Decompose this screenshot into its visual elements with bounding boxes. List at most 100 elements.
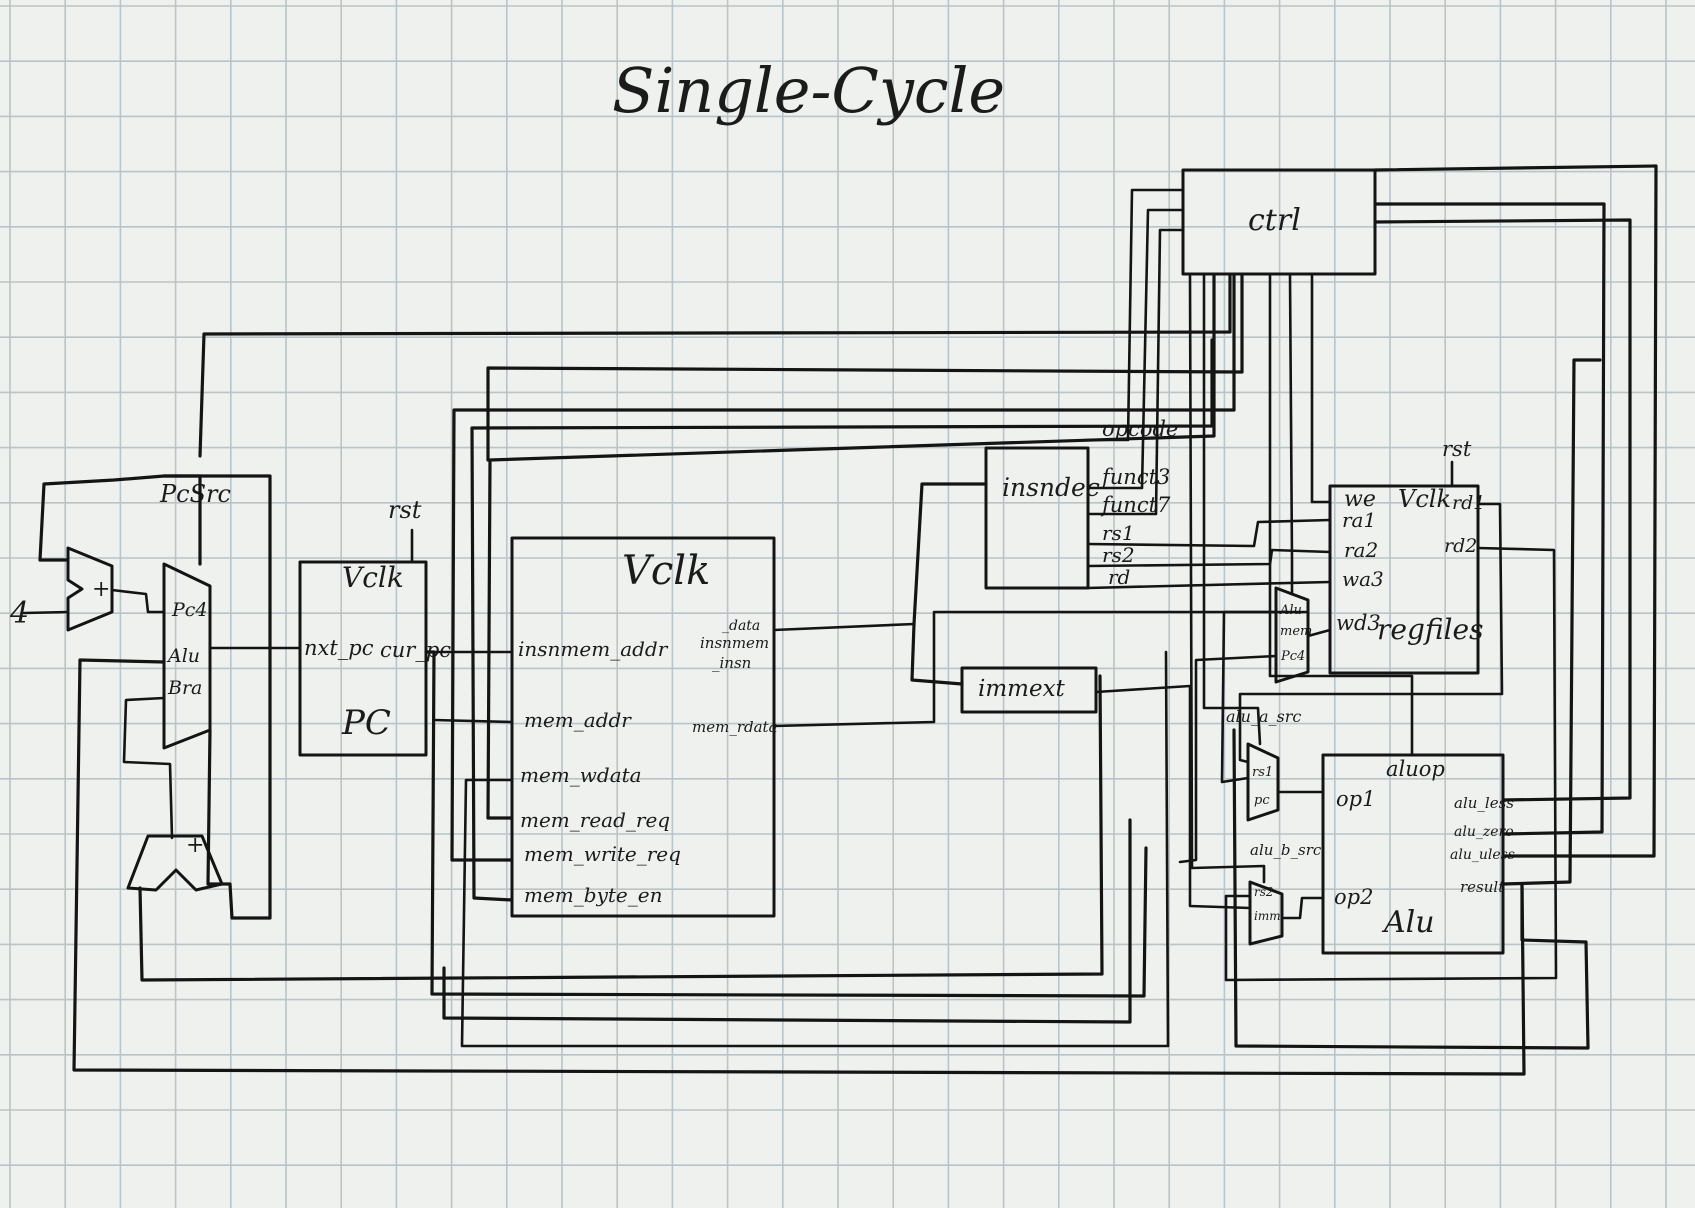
- regfiles-clk-label: Vclk: [1398, 485, 1451, 513]
- immext-label: immext: [978, 676, 1066, 702]
- wire-insn-out: [772, 622, 916, 632]
- mem-addr-port: mem_addr: [524, 708, 632, 732]
- insndec-block: [984, 446, 1090, 590]
- wb-mux-mem-port: mem: [1280, 624, 1312, 639]
- alu-uless-port: alu_uless: [1450, 847, 1515, 863]
- wire-mem-write-req: [450, 274, 1236, 862]
- wire-wb-sel: [1288, 274, 1294, 596]
- wire-wb-pc4: [1178, 654, 1278, 864]
- wire-opcode: [1086, 188, 1185, 442]
- mem-insnmem-port: insnmem: [700, 634, 769, 652]
- wire-alu-a-src: [1202, 274, 1262, 746]
- regfiles-rst-label: rst: [1442, 437, 1472, 461]
- insndec-rs1-port: rs1: [1102, 521, 1135, 545]
- alu-label: Alu: [1381, 905, 1435, 940]
- ctrl-label: ctrl: [1248, 203, 1301, 238]
- regfiles-we-port: we: [1344, 487, 1376, 512]
- insndec-label: insndec: [1002, 473, 1100, 502]
- regfiles-block: [1328, 484, 1480, 675]
- wire-result-wb: [1232, 728, 1590, 1050]
- insndec-rs2-port: rs2: [1102, 543, 1135, 567]
- pc-rst-label: rst: [388, 496, 422, 524]
- immext-block: [960, 666, 1098, 714]
- wire-alu-zero: [1373, 202, 1606, 836]
- wire-rs1: [1086, 518, 1332, 548]
- mem-data-port: _data: [722, 618, 760, 634]
- wires: [22, 164, 1658, 1076]
- diagram-title: Single-Cycle: [612, 54, 1005, 127]
- wire-pcsrc-ctrl: [198, 274, 1232, 458]
- regfiles-wd3-port: wd3: [1336, 611, 1381, 635]
- alu-op2-port: op2: [1334, 885, 1373, 909]
- mem-read-req-port: mem_read_req: [520, 808, 670, 832]
- wire-bra: [122, 696, 174, 840]
- mem-write-req-port: mem_write_req: [524, 842, 681, 866]
- pc4-adder-plus: +: [92, 577, 110, 602]
- wire-mem-read-req: [486, 274, 1216, 820]
- wire-imm-out: [1094, 684, 1252, 910]
- wire-alu-uless: [1373, 164, 1658, 858]
- alu-b-src-label: alu_b_src: [1250, 841, 1322, 859]
- alu-b-mux: [1248, 880, 1284, 946]
- wire-rd1: [1238, 502, 1504, 764]
- wire-insn-to-insndec: [912, 482, 988, 626]
- pcsrc-alu-port: Alu: [166, 645, 200, 667]
- alu-b-mux-rs2-port: rs2: [1254, 885, 1274, 899]
- alu-op1-port: op1: [1336, 787, 1375, 811]
- wire-cur-pc-down: [424, 650, 1148, 998]
- wire-mem-byte-en: [470, 338, 1214, 902]
- wire-mem-wdata: [460, 650, 1170, 1048]
- wire-const4: [22, 610, 70, 615]
- wire-pcsrc-sel: [162, 474, 202, 566]
- wire-op2: [1280, 896, 1325, 920]
- branch-adder: [126, 834, 224, 892]
- pc4-adder: [66, 546, 114, 632]
- regfiles-ra1-port: ra1: [1342, 508, 1376, 532]
- alu-result-port: result: [1460, 878, 1505, 896]
- wire-mem-bottom: [442, 818, 1132, 1024]
- mem-rdata-port: mem_rdata: [692, 718, 778, 736]
- wb-mux-pc4-port: Pc4: [1280, 649, 1305, 664]
- pc-nxt-pc-port: nxt_pc: [304, 636, 374, 660]
- wb-mux: [1274, 586, 1310, 684]
- regfiles-rd1-port: rd1: [1452, 492, 1485, 514]
- branch-adder-plus: +: [186, 833, 204, 858]
- wire-wd3: [1306, 628, 1332, 638]
- pcsrc-pc4-port: Pc4: [171, 599, 208, 621]
- regfiles-ra2-port: ra2: [1344, 538, 1378, 562]
- wire-funct7: [1086, 228, 1185, 516]
- wire-rd2: [1224, 546, 1558, 982]
- mem-wdata-port: mem_wdata: [520, 763, 642, 787]
- wire-mem-rdata: [772, 610, 1308, 728]
- wire-funct3: [1086, 208, 1185, 490]
- pcsrc-bra-port: Bra: [167, 677, 202, 699]
- pc-block: [298, 560, 428, 757]
- pc-cur-pc-port: cur_pc: [380, 638, 451, 662]
- wire-rd: [1086, 580, 1332, 590]
- mem-insn-port: _insn: [712, 654, 751, 672]
- pc-clk-label: Vclk: [342, 561, 404, 594]
- regfiles-label: regfiles: [1377, 613, 1483, 646]
- alu-a-mux-pc-port: pc: [1254, 793, 1270, 808]
- wire-aluop: [1268, 274, 1414, 757]
- wire-imm-to-bra: [138, 674, 1104, 982]
- pc-label: PC: [341, 703, 391, 743]
- mem-clk-label: Vclk: [622, 548, 710, 594]
- alu-aluop-port: aluop: [1386, 757, 1445, 781]
- wire-bus-top: [486, 274, 1244, 462]
- pcsrc-label: PcSrc: [159, 480, 231, 508]
- regfiles-wa3-port: wa3: [1342, 567, 1384, 591]
- wire-alu-b-src: [1188, 274, 1266, 884]
- wire-alu-result: [1501, 358, 1602, 886]
- insndec-funct3-port: funct3: [1100, 465, 1170, 489]
- pc4-adder-const: 4: [9, 596, 29, 631]
- wire-pc4: [110, 588, 166, 614]
- alu-zero-port: alu_zero: [1454, 824, 1514, 840]
- mem-insnmem-addr-port: insnmem_addr: [518, 637, 669, 661]
- alu-a-src-label: alu_a_src: [1226, 707, 1301, 726]
- wire-alu-less: [1373, 218, 1632, 802]
